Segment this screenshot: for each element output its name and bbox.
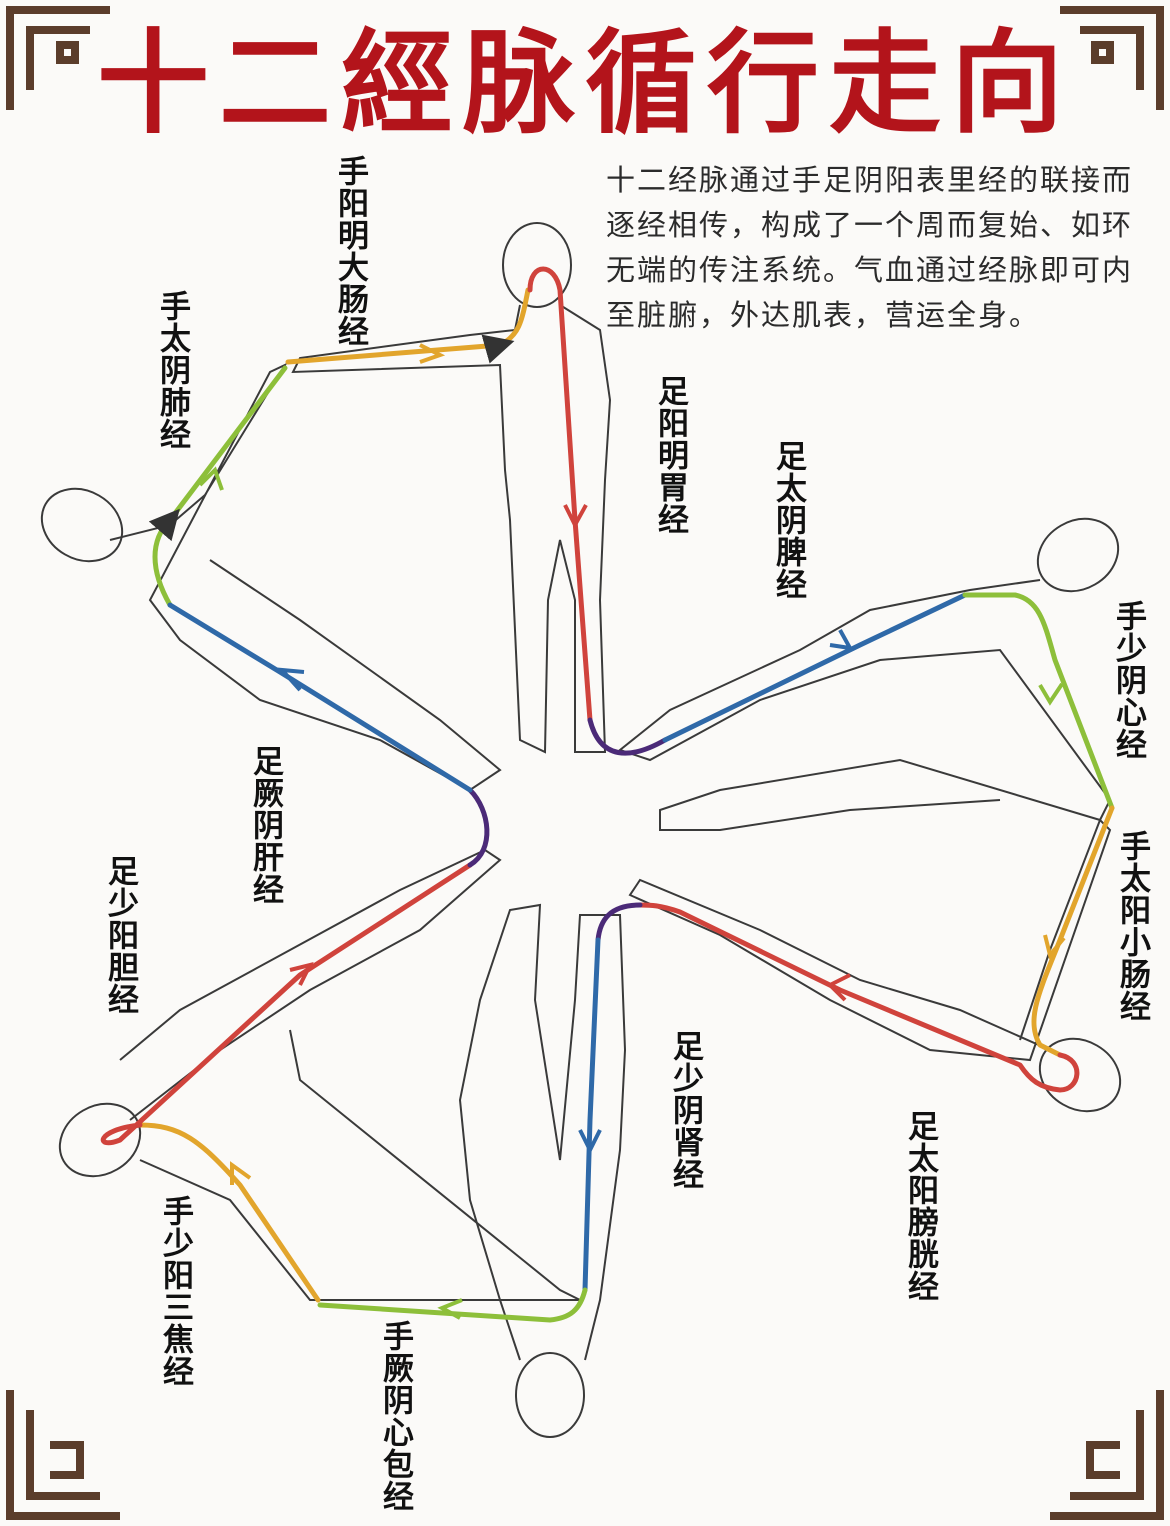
label-liver: 足厥阴肝经 bbox=[247, 745, 283, 905]
label-gallbladder: 足少阳胆经 bbox=[102, 855, 138, 1015]
label-sanjiao: 手少阳三焦经 bbox=[157, 1195, 193, 1387]
path-large-intestine bbox=[285, 287, 531, 365]
body-outlines bbox=[40, 222, 1122, 1438]
label-spleen: 足太阴脾经 bbox=[770, 440, 806, 600]
figure-bottom bbox=[458, 903, 627, 1438]
arrow-stomach bbox=[563, 504, 588, 530]
description-line: 逐经相传，构成了一个周而复始、如环 bbox=[606, 208, 1134, 242]
path-stomach bbox=[527, 266, 593, 723]
corner-bottom-left-icon bbox=[6, 1390, 120, 1520]
page-title: 十二經脉循行走向 bbox=[97, 18, 1073, 149]
path-bladder-to-kidney bbox=[595, 902, 643, 943]
arrow-heart bbox=[1038, 682, 1064, 706]
path-sanjiao bbox=[137, 1122, 321, 1303]
figure-lower-right bbox=[628, 818, 1122, 1113]
arrow-sanjiao bbox=[230, 1161, 252, 1185]
arrow-large-intestine bbox=[419, 343, 446, 364]
arrow-bladder bbox=[826, 973, 851, 1002]
arrow-liver bbox=[277, 667, 305, 692]
figure-upper-left bbox=[40, 362, 502, 792]
label-heart: 手少阴心经 bbox=[1110, 600, 1146, 760]
arrow-pericardium bbox=[437, 1298, 463, 1320]
description-line: 无端的传注系统。气血通过经脉即可内 bbox=[606, 253, 1134, 287]
corner-top-left-icon bbox=[6, 6, 110, 110]
path-stomach-to-spleen bbox=[587, 717, 668, 756]
path-heart bbox=[962, 592, 1115, 811]
meridian-paths bbox=[100, 266, 1115, 1323]
arrow-lung bbox=[198, 466, 224, 491]
path-gallbladder-to-liver bbox=[467, 787, 490, 868]
label-lung: 手太阴肺经 bbox=[154, 290, 190, 450]
label-small-intestine: 手太阳小肠经 bbox=[1114, 830, 1150, 1022]
path-pericardium bbox=[317, 1287, 588, 1323]
arrow-spleen bbox=[829, 629, 854, 651]
direction-arrows bbox=[198, 343, 1066, 1320]
corner-bottom-right-icon bbox=[1050, 1390, 1164, 1520]
label-large-intestine: 手阳明大肠经 bbox=[332, 155, 368, 347]
label-bladder: 足太阳膀胱经 bbox=[902, 1110, 938, 1302]
label-stomach: 足阳明胃经 bbox=[652, 375, 688, 535]
label-pericardium: 手厥阴心包经 bbox=[377, 1320, 413, 1512]
description: 十二经脉通过手足阴阳表里经的联接而 逐经相传，构成了一个周而复始、如环 无端的传… bbox=[606, 158, 1161, 338]
path-spleen bbox=[662, 592, 968, 743]
corner-top-right-icon bbox=[1060, 6, 1164, 110]
path-bladder bbox=[637, 902, 1080, 1093]
path-kidney bbox=[582, 937, 601, 1293]
path-lung bbox=[148, 365, 288, 608]
description-line: 十二经脉通过手足阴阳表里经的联接而 bbox=[606, 163, 1134, 197]
figure-right bbox=[617, 517, 1120, 831]
arrow-small-intestine bbox=[1043, 934, 1066, 960]
corner-ornaments bbox=[6, 6, 1164, 1520]
arrow-kidney bbox=[578, 1129, 602, 1155]
path-liver bbox=[167, 602, 473, 793]
path-gallbladder bbox=[100, 862, 473, 1146]
label-kidney: 足少阴肾经 bbox=[667, 1030, 703, 1190]
description-line: 至脏腑，外达肌表，营运全身。 bbox=[606, 298, 1041, 332]
arrow-gallbladder bbox=[289, 962, 314, 986]
